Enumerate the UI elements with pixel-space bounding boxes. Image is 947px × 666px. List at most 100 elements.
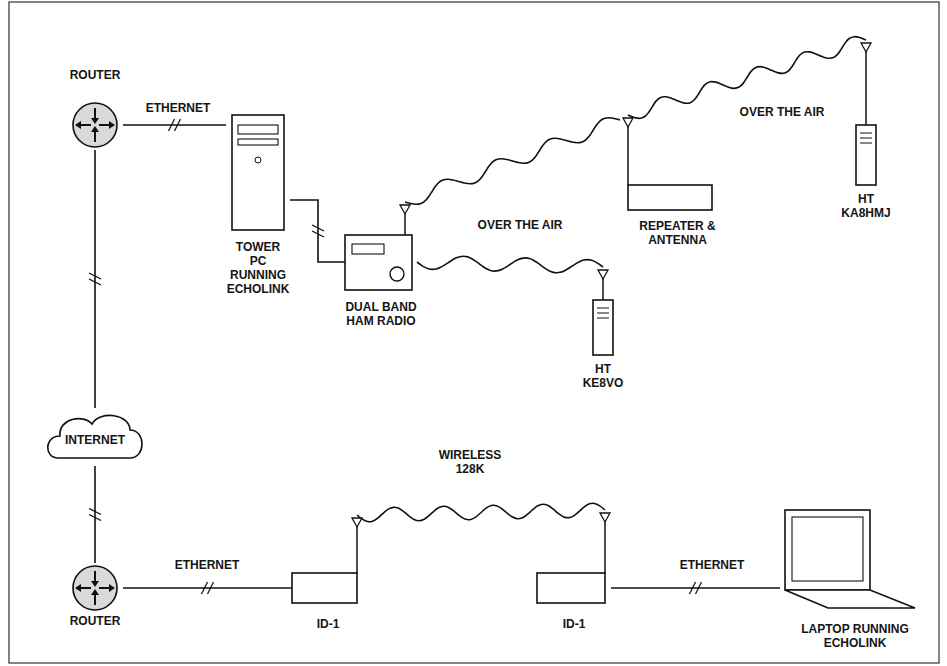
node-label: INTERNET bbox=[42, 433, 148, 447]
drive-bay bbox=[238, 125, 278, 134]
icon-group bbox=[232, 115, 284, 230]
radio-link bbox=[417, 256, 603, 273]
router-arrowhead bbox=[91, 589, 99, 595]
tower-node: TOWER PC RUNNING ECHOLINK bbox=[226, 115, 290, 305]
router-symbol bbox=[73, 566, 117, 610]
connector-label: ETHERNET bbox=[144, 101, 213, 115]
tower-pc-case bbox=[232, 115, 284, 230]
radio-node: DUAL BAND HAM RADIO bbox=[345, 202, 417, 330]
connector-group bbox=[89, 466, 101, 563]
node-label: HT KE8VO bbox=[575, 362, 631, 390]
antenna-mast bbox=[356, 527, 358, 573]
radio-link bbox=[628, 37, 866, 119]
drive-bay bbox=[238, 139, 278, 145]
ethernet-cable bbox=[290, 200, 345, 262]
cable-break-mark bbox=[312, 231, 324, 237]
router-node: ROUTER bbox=[67, 68, 123, 150]
connector-group bbox=[417, 256, 603, 273]
node-label: LAPTOP RUNNING ECHOLINK bbox=[780, 622, 930, 650]
id1-radio-body bbox=[292, 573, 357, 603]
cable-break-mark bbox=[89, 515, 101, 521]
cloud-node: INTERNET bbox=[42, 408, 148, 466]
router-arrowhead bbox=[91, 581, 99, 587]
antenna-mast bbox=[602, 279, 604, 300]
node-label: TOWER PC RUNNING ECHOLINK bbox=[226, 240, 290, 296]
router-arrowhead bbox=[75, 584, 81, 592]
radio-body bbox=[345, 235, 412, 290]
ethernet-cable bbox=[611, 587, 780, 589]
ethernet-cable bbox=[123, 124, 226, 126]
ht-node: HT KA8HMJ bbox=[836, 40, 896, 230]
id1-node: ID-1 bbox=[537, 510, 611, 643]
power-button bbox=[255, 157, 261, 163]
cable-break-mark bbox=[202, 582, 208, 594]
router-arrowhead bbox=[91, 118, 99, 124]
antenna-mast bbox=[404, 214, 406, 235]
speaker-grille bbox=[860, 133, 872, 134]
speaker-grille bbox=[597, 318, 609, 319]
connector-group bbox=[611, 582, 780, 594]
node-label: DUAL BAND HAM RADIO bbox=[345, 300, 417, 328]
radio-link bbox=[357, 503, 605, 521]
node-label: ROUTER bbox=[67, 614, 123, 628]
connector-group bbox=[89, 150, 101, 408]
antenna-symbol bbox=[598, 270, 608, 279]
id1-node: ID-1 bbox=[292, 515, 364, 643]
node-label: ID-1 bbox=[292, 617, 364, 631]
laptop-display bbox=[792, 517, 863, 581]
picture-frame bbox=[9, 2, 939, 663]
laptop-screen bbox=[785, 510, 870, 590]
cable-break-mark bbox=[175, 119, 181, 131]
repeater-body bbox=[628, 185, 712, 210]
router-node: ROUTER bbox=[67, 563, 123, 638]
icon-group bbox=[73, 566, 117, 610]
connector-group bbox=[357, 503, 605, 521]
icon-group bbox=[345, 205, 412, 290]
antenna-symbol bbox=[600, 513, 610, 522]
ethernet-cable bbox=[123, 587, 292, 589]
cable-break-mark bbox=[89, 279, 101, 285]
speaker-grille bbox=[860, 143, 872, 144]
connector-group bbox=[123, 119, 226, 131]
connector-group bbox=[405, 118, 620, 205]
repeater-node: REPEATER & ANTENNA bbox=[620, 115, 735, 250]
antenna-symbol bbox=[623, 118, 633, 127]
connector-label: OVER THE AIR bbox=[476, 218, 565, 232]
cable-break-mark bbox=[89, 273, 101, 279]
router-arrowhead bbox=[91, 126, 99, 132]
cable-break-mark bbox=[208, 582, 214, 594]
radio-link bbox=[405, 118, 620, 205]
router-arrowhead bbox=[109, 584, 115, 592]
cable-break-mark bbox=[696, 582, 702, 594]
router-arrowhead bbox=[75, 121, 81, 129]
icon-group bbox=[537, 513, 610, 603]
laptop-keyboard bbox=[785, 590, 915, 608]
speaker-grille bbox=[860, 138, 872, 139]
ethernet-cable bbox=[94, 466, 96, 563]
node-label: ROUTER bbox=[67, 68, 123, 82]
ht-node: HT KE8VO bbox=[575, 267, 631, 395]
antenna-mast bbox=[865, 52, 867, 125]
radio-display bbox=[352, 244, 384, 254]
icon-group bbox=[785, 510, 915, 608]
laptop-node: LAPTOP RUNNING ECHOLINK bbox=[780, 505, 930, 657]
router-arrowhead bbox=[109, 121, 115, 129]
icon-group bbox=[623, 118, 712, 210]
icon-group bbox=[593, 270, 613, 355]
icon-group bbox=[292, 518, 362, 603]
connector-group bbox=[123, 582, 292, 594]
antenna-symbol bbox=[861, 43, 871, 52]
cable-break-mark bbox=[89, 509, 101, 515]
antenna-symbol bbox=[352, 518, 362, 527]
icon-group bbox=[73, 103, 117, 147]
router-symbol bbox=[73, 103, 117, 147]
connector-label: ETHERNET bbox=[678, 558, 747, 572]
handheld-radio bbox=[593, 300, 613, 355]
ethernet-cable bbox=[94, 150, 96, 408]
cable-break-mark bbox=[312, 225, 324, 231]
node-label: ID-1 bbox=[537, 617, 611, 631]
antenna-symbol bbox=[400, 205, 410, 214]
cable-break-mark bbox=[690, 582, 696, 594]
icon-group bbox=[856, 43, 876, 185]
cable-break-mark bbox=[169, 119, 175, 131]
